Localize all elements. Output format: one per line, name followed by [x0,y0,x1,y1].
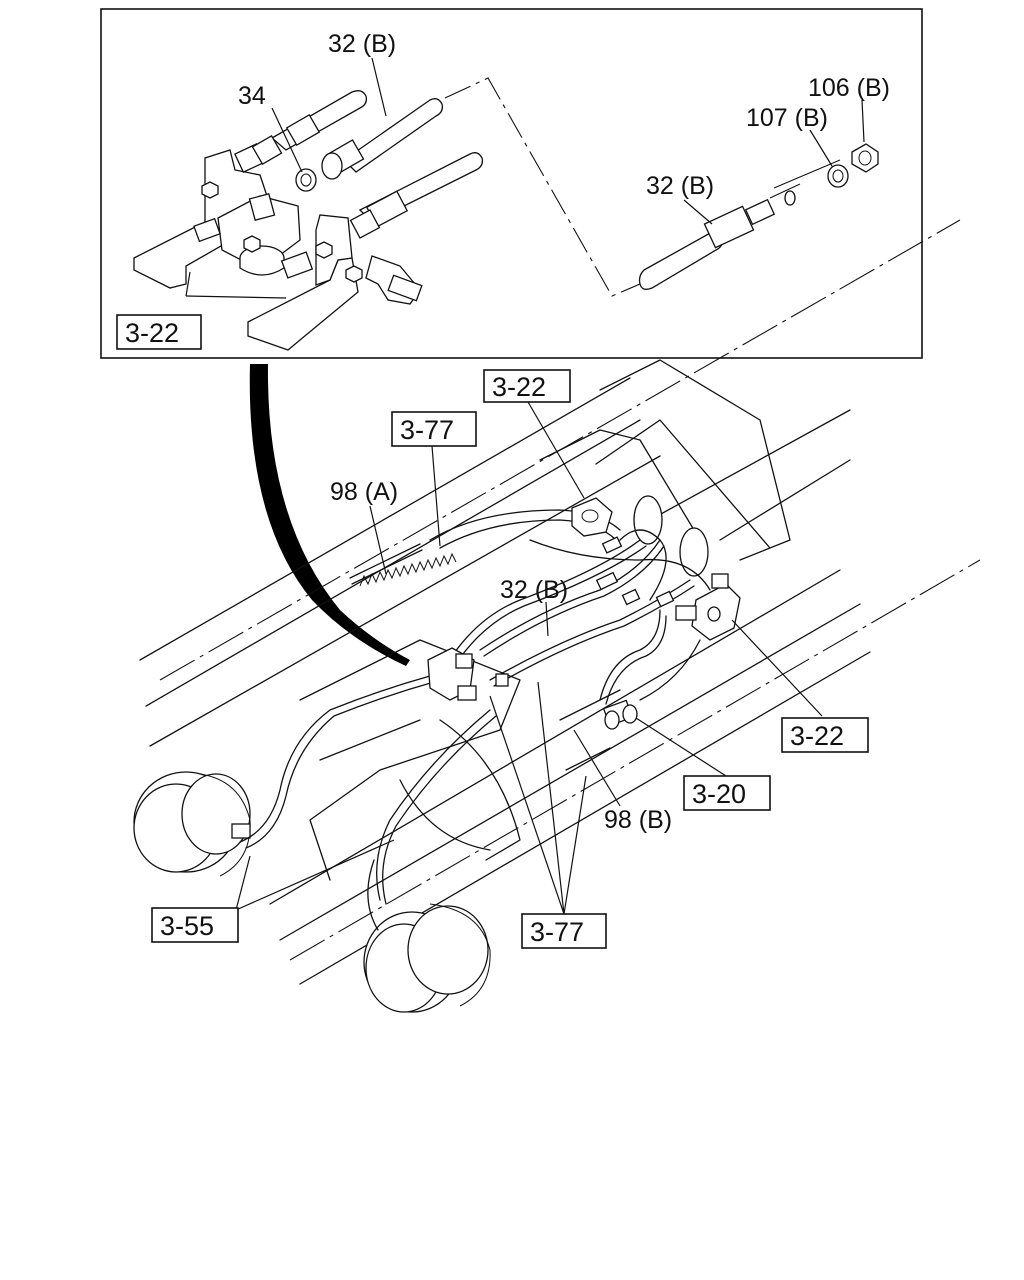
connectors-mid [595,536,675,608]
valve-right [675,573,741,641]
ref-box-3-77-bottom[interactable] [521,913,607,949]
ref-box-3-77-bottom-label: 3-77 [530,917,584,947]
ref-box-3-20-label: 3-20 [692,779,746,809]
callout-98b: 98 (B) [604,806,672,834]
inset-hose-right [638,143,879,290]
ref-box-3-55[interactable] [151,907,239,943]
main-leaders [235,401,823,915]
ref-box-3-77-left-label: 3-77 [400,415,454,445]
main-assembly: 98 (A) 32 (B) 98 (B) 3-22 3-77 3-22 3-20… [133,219,981,1013]
coil-spring-98a [349,543,457,587]
inset-hoses [251,90,484,239]
ref-box-3-55-label: 3-55 [160,911,214,941]
callout-107b: 107 (B) [746,104,828,132]
brake-chamber-right [363,903,491,1013]
ref-box-3-22-top[interactable] [483,369,571,403]
ref-box-inset-label: 3-22 [125,318,179,348]
inset-leaders [185,57,865,299]
relay-valve-3-20 [602,699,638,730]
callout-32b-right: 32 (B) [646,172,714,200]
ref-box-3-20[interactable] [683,775,771,811]
bracket-assembly [133,143,423,351]
callout-32b-main: 32 (B) [500,576,568,604]
valve-left [427,647,509,701]
ref-box-3-22-top-label: 3-22 [492,372,546,402]
ref-box-3-77-left[interactable] [391,411,477,447]
callout-34: 34 [238,82,266,110]
detail-pointer-arrow [249,364,410,666]
callout-32b-top: 32 (B) [328,30,396,58]
callout-98a: 98 (A) [330,478,398,506]
valve-top [571,497,613,537]
ref-box-inset-3-22[interactable] [116,314,202,350]
ref-box-3-22-right[interactable] [781,717,869,753]
brake-chamber-left [133,771,251,877]
inset-connection-line [444,77,641,297]
detail-inset: 32 (B) 34 106 (B) 107 (B) 32 (B) 3-22 [100,8,923,359]
callout-106b: 106 (B) [808,74,890,102]
ref-box-3-22-right-label: 3-22 [790,721,844,751]
